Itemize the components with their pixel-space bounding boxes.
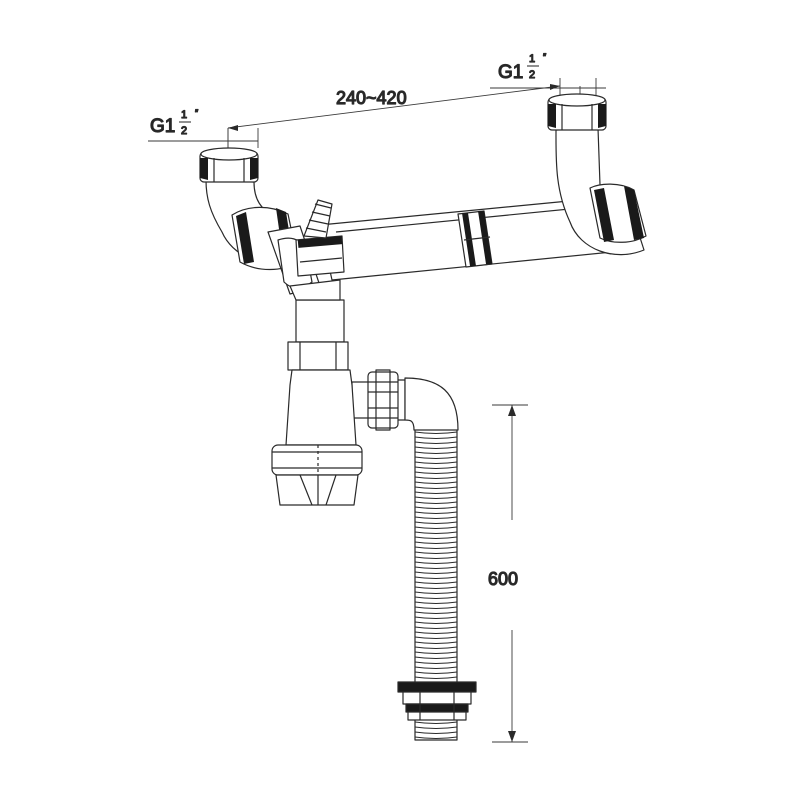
hose-rib (414, 661, 458, 664)
hose-rib (414, 431, 458, 434)
hose-rib (414, 641, 458, 644)
hose-rib (414, 446, 458, 449)
hose-rib (414, 606, 458, 609)
hose-rib (414, 616, 458, 619)
hose-length-label: 600 (488, 569, 518, 589)
hose-rib (414, 561, 458, 564)
hose-rib (414, 566, 458, 569)
hose-rib (414, 521, 458, 524)
bottle-trap (271, 299, 363, 506)
hose-rib (414, 486, 458, 489)
svg-text:″: ″ (543, 52, 547, 62)
hose-rib (414, 476, 458, 479)
hose-rib (414, 466, 458, 469)
hose-rib (414, 441, 458, 444)
hose-rib (414, 551, 458, 554)
hose-rib (414, 611, 458, 614)
hose-rib (414, 536, 458, 539)
svg-text:2: 2 (529, 69, 535, 81)
hose-rib (414, 471, 458, 474)
hose-rib (414, 636, 458, 639)
hose-rib (414, 506, 458, 509)
hose-rib (414, 491, 458, 494)
hose-rib (414, 571, 458, 574)
bowl-distance-label: 240~420 (336, 88, 407, 108)
hose-rib (414, 726, 458, 729)
hose-rib (414, 731, 458, 734)
hose-rib (414, 621, 458, 624)
left-outlet-nut (199, 147, 259, 183)
hose-rib (414, 526, 458, 529)
hose-rib (414, 676, 458, 679)
overflow-hose-connector (295, 199, 345, 277)
hose-rib (414, 736, 458, 739)
pipe-coupling-nut (457, 210, 493, 268)
dimension-lines (148, 78, 606, 743)
hose-rib (414, 646, 458, 649)
hose-rib (414, 626, 458, 629)
hose-rib (414, 721, 458, 724)
dimension-arrows (228, 84, 560, 742)
svg-text:G1: G1 (498, 62, 523, 83)
hose-rib (414, 666, 458, 669)
thread-size-label-right: G1 1 2 ″ (497, 51, 547, 83)
hose-rib (414, 651, 458, 654)
thread-size-label-left: G1 1 2 ″ (149, 107, 199, 137)
svg-text:1: 1 (529, 53, 535, 65)
hose-rib (414, 531, 458, 534)
svg-text:″: ″ (195, 108, 199, 118)
hose-rib (414, 591, 458, 594)
right-outlet-nut (547, 93, 607, 131)
hose-rib (414, 656, 458, 659)
hose-rib (414, 461, 458, 464)
hose-rib (414, 451, 458, 454)
svg-text:G1: G1 (150, 116, 175, 137)
hose-rib (414, 516, 458, 519)
trap-side-outlet (351, 369, 459, 431)
hose-rib (414, 496, 458, 499)
hose-rib (414, 581, 458, 584)
hose-rib (414, 436, 458, 439)
hose-rib (414, 601, 458, 604)
svg-text:2: 2 (181, 125, 187, 137)
hose-rib (414, 541, 458, 544)
hose-rib (414, 481, 458, 484)
hose-rib (414, 546, 458, 549)
svg-text:1: 1 (181, 109, 187, 121)
hose-rib (414, 456, 458, 459)
hose-rib (414, 501, 458, 504)
hose-rib (414, 586, 458, 589)
hose-rib (414, 576, 458, 579)
hose-rib (414, 511, 458, 514)
hose-end-adapter (397, 681, 477, 721)
hose-rib (414, 671, 458, 674)
hose-rib (414, 556, 458, 559)
hose-rib (414, 631, 458, 634)
hose-rib (414, 596, 458, 599)
right-outlet-elbow (555, 127, 647, 256)
